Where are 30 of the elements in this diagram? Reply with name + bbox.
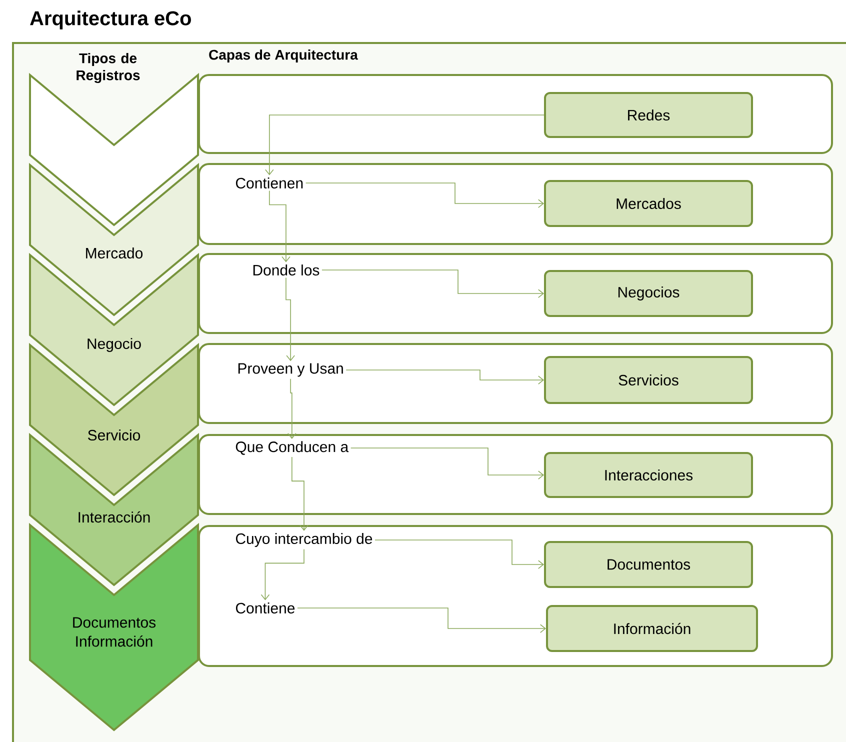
arrow [374,540,544,569]
connector-phrase: Contienen [236,178,303,188]
arrow [346,370,544,384]
title: Arquitectura eCo [30,10,191,30]
connector-phrase: Donde los [253,264,320,276]
category-box: Servicios [544,356,753,404]
arrow [322,270,544,298]
connector-phrase: Contiene [236,602,295,614]
arrow [292,456,308,531]
arrow [305,182,544,208]
arrow [265,114,544,176]
chevron-band: Mercado [29,162,199,316]
arrow [297,608,546,633]
arrow [269,190,290,262]
arrow [288,378,296,439]
arrow [350,448,544,480]
column-heading: Capas de Arquitectura [209,49,358,63]
connector-phrase: Proveen y Usan [238,363,343,377]
category-box: Negocios [544,270,753,317]
category-box: Información [546,605,758,652]
category-box: Redes [544,92,753,138]
connector-phrase: Cuyo intercambio de [236,533,372,547]
arrow [260,548,304,600]
category-box: Documentos [544,541,753,588]
category-box: Interacciones [544,452,753,498]
column-heading: Tipos de Registros [76,52,140,84]
connector-phrase: Que Conducen a [236,441,349,455]
arrow [286,277,295,362]
category-box: Mercados [544,180,753,227]
chevron-band: Documentos Información [29,522,199,732]
